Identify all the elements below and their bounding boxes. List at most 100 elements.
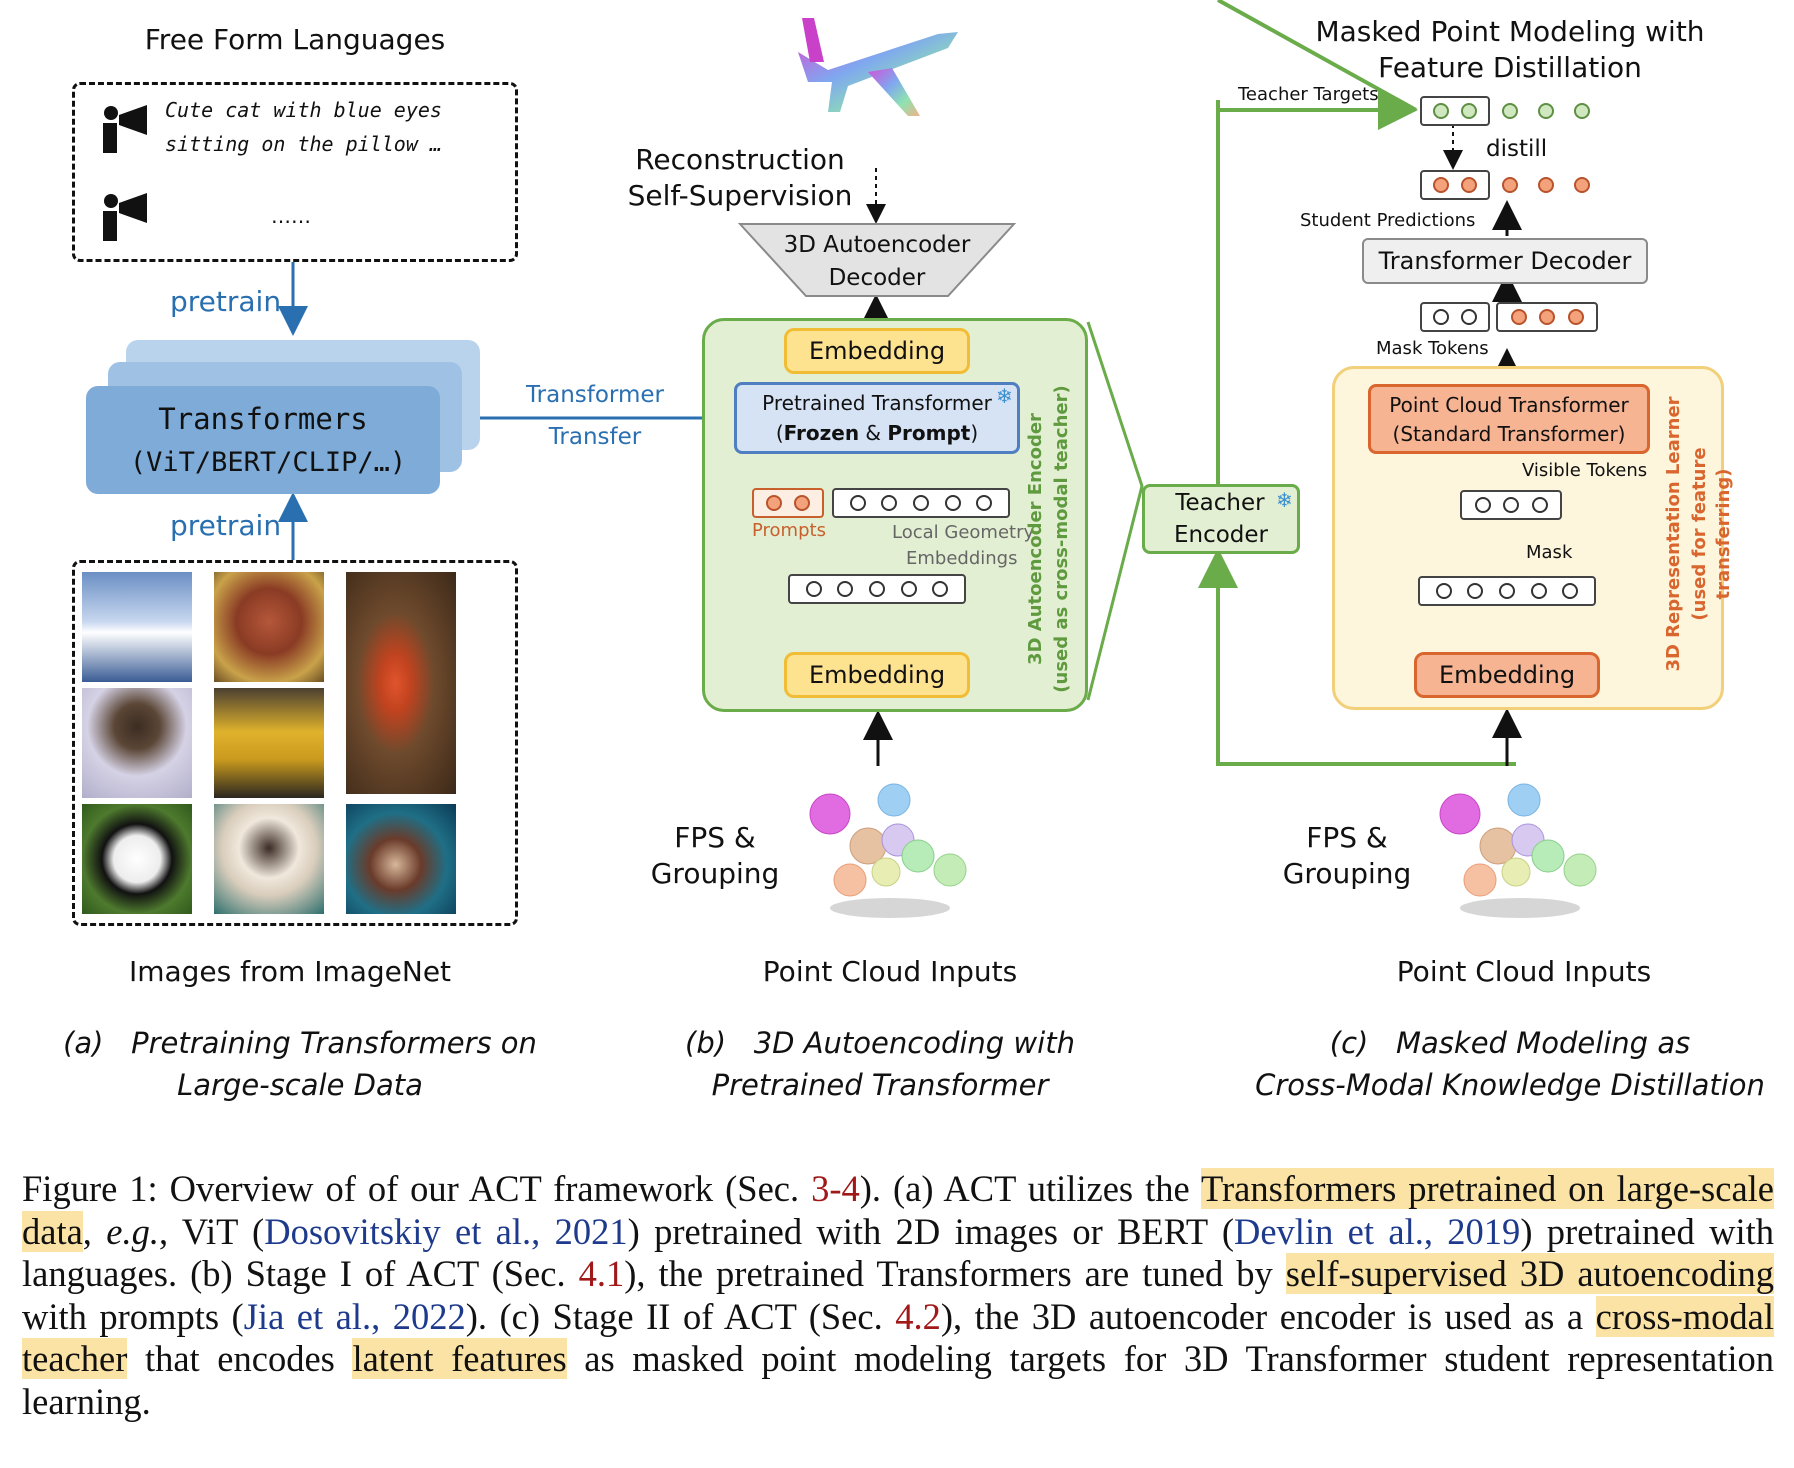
subcaption-a-label: (a) — [63, 1026, 104, 1060]
pretrained-transformer-box — [734, 382, 1020, 454]
inputs-b-label: Point Cloud Inputs — [762, 955, 1018, 988]
token — [881, 495, 898, 511]
token — [1467, 583, 1484, 599]
imagenet-tile-lionfish — [345, 803, 457, 915]
caption-text: as masked point modeling targets for 3D … — [22, 1338, 1774, 1422]
caption-text: ) pretrained with 2D images or BERT ( — [627, 1210, 1234, 1252]
pct-box — [1368, 384, 1650, 454]
local-geo-line1: Local Geometry — [892, 522, 1035, 543]
pretrained-line1: Pretrained Transformer — [762, 391, 992, 415]
subcaption-b-line2: Pretrained Transformer — [711, 1068, 1049, 1102]
figure-caption: Figure 1: Overview of of our ACT framewo… — [22, 1168, 1775, 1423]
token — [1574, 177, 1590, 193]
imagenet-tile-mountain — [81, 571, 193, 683]
transformers-box — [86, 386, 440, 494]
language-examples-box: Cute cat with blue eyes sitting on the p… — [72, 82, 518, 262]
caption-text: ). (a) ACT utilizes the — [859, 1168, 1201, 1209]
caption-text: ), the 3D autoencoder encoder is used as… — [940, 1295, 1596, 1337]
token — [1433, 177, 1450, 193]
section-ref-link[interactable]: 4.2 — [895, 1295, 941, 1337]
imagenet-tile-dog — [213, 571, 325, 683]
prompts-label: Prompts — [752, 520, 826, 541]
subcaption-b-label: (b) — [685, 1026, 727, 1060]
visible-tokens-label: Visible Tokens — [1522, 460, 1648, 481]
token — [805, 581, 822, 597]
embedding-bottom-box: Embedding — [784, 652, 970, 698]
token — [1562, 583, 1579, 599]
caption-text: , — [82, 1210, 107, 1252]
citation-link[interactable]: Dosovitskiy et al., 2021 — [264, 1210, 628, 1252]
caption-text: ). (c) Stage II of ACT (Sec. — [465, 1295, 896, 1337]
caption-text: Figure 1: Overview of of our ACT framewo… — [22, 1168, 812, 1209]
visible-token-input-row — [1460, 490, 1562, 520]
caption-highlight: latent features — [352, 1338, 567, 1379]
pretrained-prompt: Prompt — [887, 421, 971, 445]
teacher-line2: Encoder — [1173, 522, 1269, 548]
imagenet-tile-newt — [345, 571, 457, 795]
token — [1539, 309, 1555, 325]
imagenet-tile-cat — [213, 803, 325, 915]
speaker-person-icon — [103, 105, 147, 153]
airplane-pointcloud-icon — [798, 18, 958, 116]
pretrained-amp: & — [859, 421, 888, 445]
caption-text: , ViT ( — [158, 1210, 265, 1252]
subcaption-a-line2: Large-scale Data — [177, 1068, 423, 1102]
caption-text: that encodes — [127, 1338, 353, 1379]
teacher-targets-label: Teacher Targets — [1238, 84, 1379, 105]
transformers-title: Transformers — [158, 402, 368, 436]
token — [766, 495, 782, 511]
student-predictions-label: Student Predictions — [1300, 210, 1476, 231]
subcaption-b-line1: 3D Autoencoding with — [753, 1026, 1075, 1060]
decoder-line1: 3D Autoencoder — [783, 232, 971, 258]
point-cloud-groups-icon — [809, 783, 967, 918]
citation-link[interactable]: Devlin et al., 2019 — [1234, 1210, 1521, 1252]
subcaption-a: (a) Pretraining Transformers on Large-sc… — [40, 1022, 560, 1106]
teacher-encoder-box — [1142, 484, 1300, 554]
pretrained-paren-open: ( — [775, 421, 784, 445]
imagenet-caption: Images from ImageNet — [128, 955, 452, 988]
token — [976, 495, 993, 511]
token — [849, 495, 866, 511]
embedding-c-box: Embedding — [1414, 652, 1600, 698]
prompt-tokens — [752, 488, 824, 518]
token — [944, 495, 961, 511]
token — [1433, 309, 1450, 325]
token — [1460, 309, 1477, 325]
token — [900, 581, 917, 597]
token — [1433, 103, 1450, 119]
local-geo-line2: Embeddings — [906, 548, 1018, 569]
student-prediction-tokens — [1420, 170, 1490, 200]
subcaption-c-line2: Cross-Modal Knowledge Distillation — [1255, 1068, 1765, 1102]
transformer-decoder-box: Transformer Decoder — [1362, 238, 1648, 284]
encoder-side-line2: (used as cross-modal teacher) — [1051, 385, 1072, 693]
token — [932, 581, 949, 597]
recon-line2: Self-Supervision — [627, 179, 853, 212]
token — [1538, 177, 1554, 193]
caption-eg: e.g. — [106, 1210, 159, 1252]
teacher-target-tokens — [1420, 96, 1490, 126]
section-ref-link[interactable]: 4.1 — [578, 1253, 625, 1294]
c-title-line2: Feature Distillation — [1378, 51, 1642, 84]
encoder-side-line1: 3D Autoencoder Encoder — [1025, 413, 1046, 665]
section-ref-link[interactable]: 3-4 — [811, 1168, 860, 1209]
pretrained-line2: (Frozen & Prompt) — [734, 420, 1020, 446]
token — [1503, 497, 1519, 513]
pretrain-label-top: pretrain — [170, 285, 282, 318]
token — [868, 581, 885, 597]
imagenet-tile-eagle — [81, 687, 193, 799]
fps-c-line2: Grouping — [1282, 857, 1412, 890]
sentence-ellipsis: …… — [271, 204, 311, 228]
fps-b-line2: Grouping — [650, 857, 780, 890]
token — [1474, 497, 1491, 513]
imagenet-box — [72, 560, 518, 926]
citation-link[interactable]: Jia et al., 2022 — [243, 1295, 466, 1337]
pct-line1: Point Cloud Transformer — [1389, 393, 1629, 417]
learner-side-line1: 3D Representation Learner — [1663, 396, 1684, 672]
grouped-tokens — [788, 574, 966, 604]
token — [912, 495, 929, 511]
transfer-label-line1: Transformer — [525, 382, 664, 408]
mask-label: Mask — [1526, 542, 1573, 563]
snowflake-icon: ❄ — [996, 384, 1013, 408]
token — [1502, 177, 1518, 193]
embedding-top-box: Embedding — [784, 328, 970, 374]
